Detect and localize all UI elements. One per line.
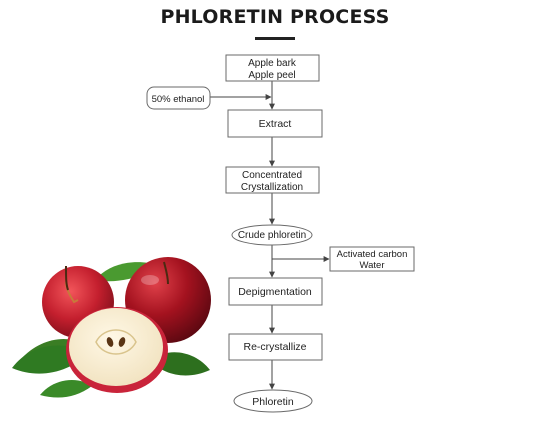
concentrate-line1: Concentrated: [242, 170, 302, 181]
ethanol-label: 50% ethanol: [152, 94, 205, 105]
apple-core: [95, 329, 137, 355]
concentrate-line2: Crystallization: [241, 182, 303, 193]
apples-illustration: [12, 257, 211, 398]
raw-material-line1: Apple bark: [248, 58, 297, 69]
apple-seed: [118, 337, 126, 347]
node-extract: Extract: [227, 109, 323, 138]
raw-material-line2: Apple peel: [248, 70, 295, 81]
node-ethanol: 50% ethanol: [146, 86, 211, 110]
apple-stem: [163, 261, 169, 285]
connectors: [210, 81, 330, 390]
crude-label: Crude phloretin: [238, 230, 306, 241]
apple-stem: [65, 265, 69, 291]
leaf-icon: [40, 379, 92, 398]
depigment-label: Depigmentation: [238, 286, 312, 298]
node-depigment: Depigmentation: [228, 277, 323, 306]
carbon-line1: Activated carbon: [337, 249, 408, 260]
apple-seed: [106, 337, 114, 347]
extract-label: Extract: [259, 118, 292, 130]
node-carbon: Activated carbon Water: [329, 246, 415, 272]
node-recrystallize: Re-crystallize: [228, 333, 323, 361]
node-crude: Crude phloretin: [231, 224, 313, 246]
product-label: Phloretin: [252, 396, 294, 408]
page-title: PHLORETIN PROCESS: [160, 6, 390, 28]
carbon-line2: Water: [360, 260, 385, 271]
title-underline: [255, 37, 295, 40]
node-product: Phloretin: [233, 389, 313, 413]
node-concentrate: Concentrated Crystallization: [225, 166, 320, 194]
recrystallize-label: Re-crystallize: [243, 341, 306, 353]
node-raw-material: Apple bark Apple peel: [225, 54, 320, 82]
apple-half-flesh: [69, 308, 163, 386]
